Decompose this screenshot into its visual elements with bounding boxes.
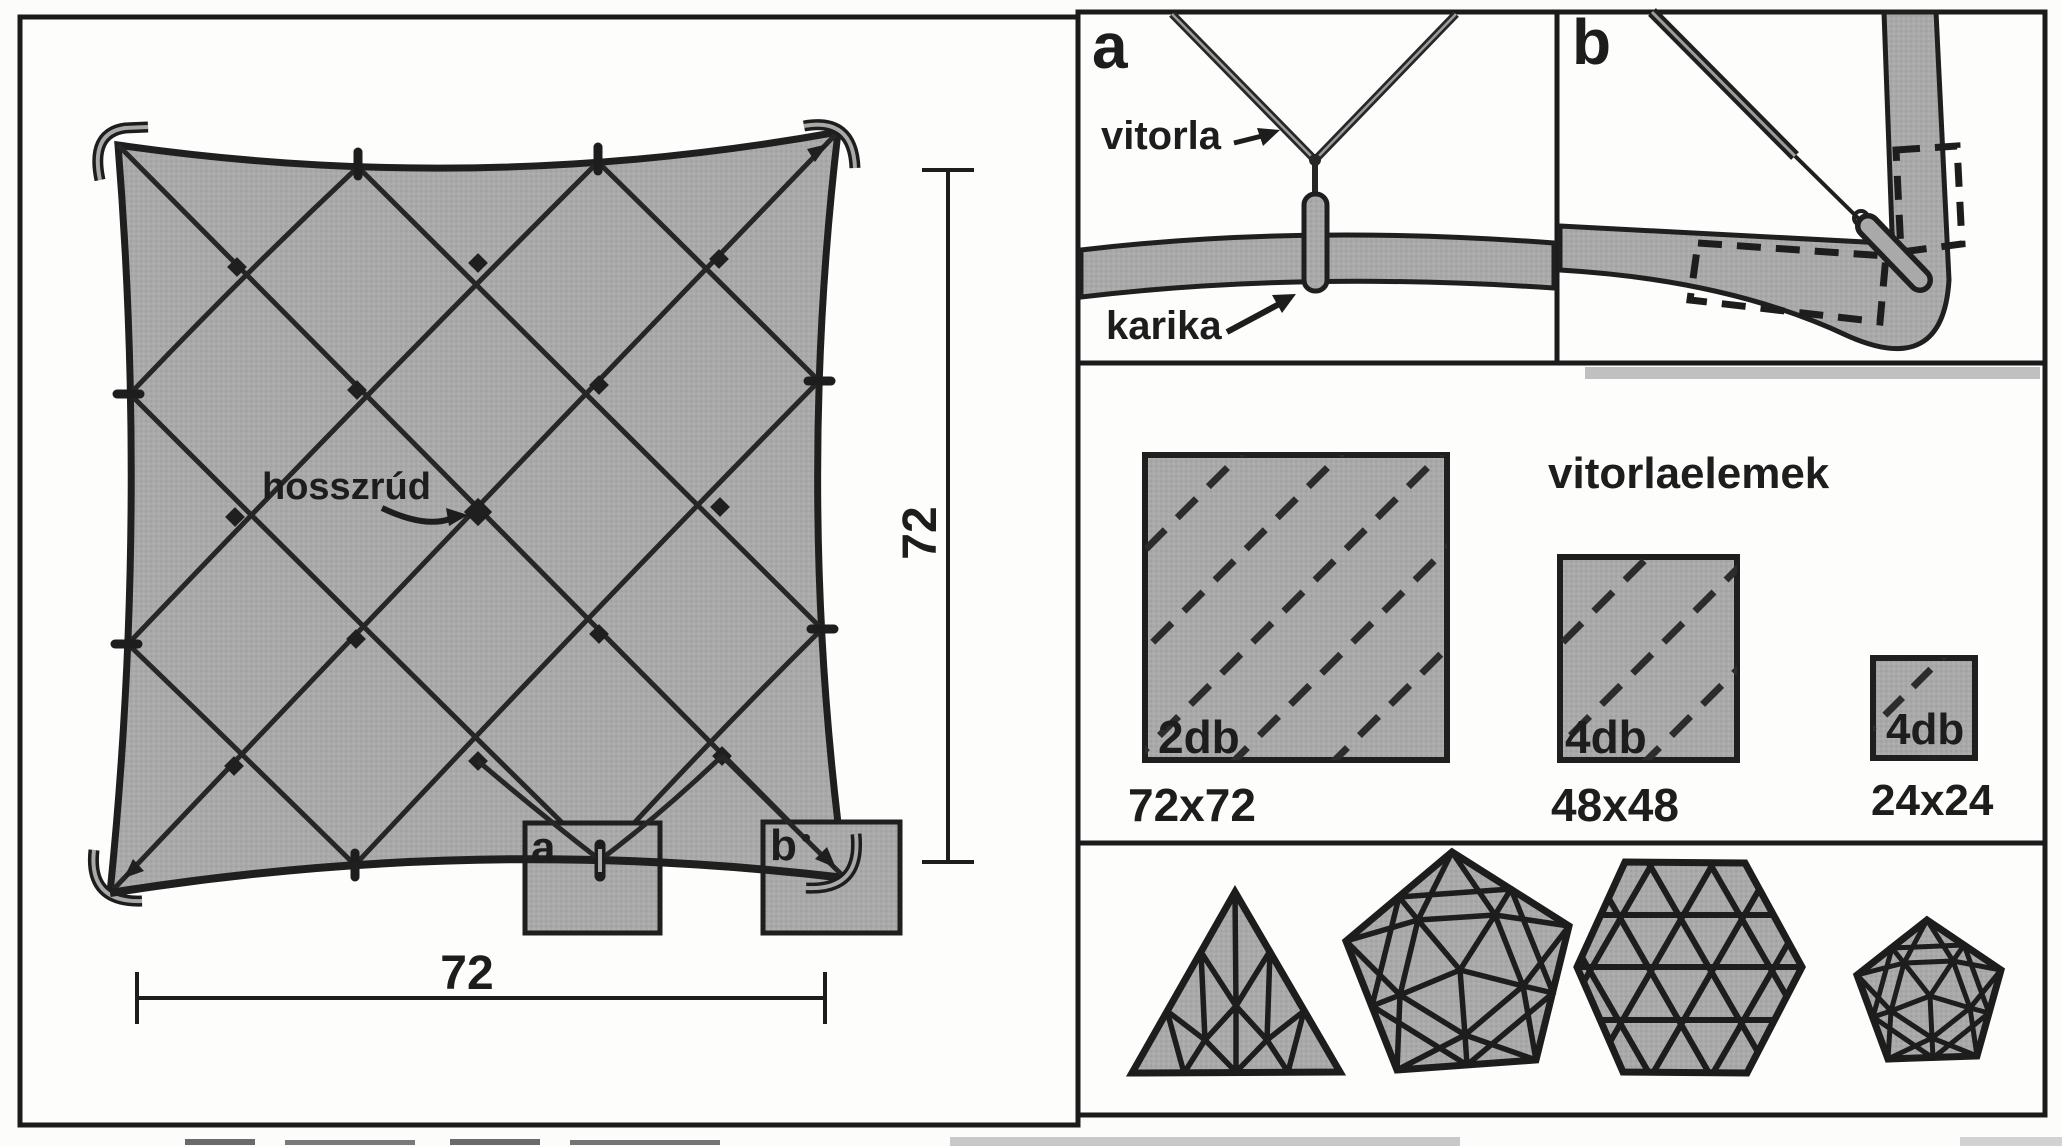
size-24x24: 24x24 bbox=[1871, 776, 1994, 825]
inset-box-a bbox=[522, 820, 663, 936]
detail-b-frame bbox=[1554, 9, 2048, 366]
element-squares bbox=[1142, 452, 1978, 763]
inset-b-label: b bbox=[770, 821, 797, 870]
dim-right bbox=[922, 168, 974, 864]
count-4db-small: 4db bbox=[1886, 705, 1965, 754]
hosszrud-label: hosszrúd bbox=[262, 466, 431, 508]
sail-diagram bbox=[87, 119, 974, 1024]
assembled-shapes bbox=[1125, 847, 2006, 1077]
dim-bottom bbox=[135, 972, 827, 1024]
vitorla-arrow bbox=[1233, 128, 1280, 146]
hosszrud-arrow bbox=[380, 505, 468, 526]
square-72 bbox=[1142, 452, 1450, 763]
karika-arrow bbox=[1225, 294, 1296, 335]
count-2db: 2db bbox=[1158, 711, 1240, 763]
detail-b-label: b bbox=[1572, 6, 1612, 78]
scan-artifacts bbox=[185, 1137, 2062, 1146]
size-48x48: 48x48 bbox=[1551, 779, 1679, 831]
vitorla-label: vitorla bbox=[1101, 114, 1222, 158]
scan-smudge-midpanel bbox=[1585, 367, 2040, 379]
detail-a-drawing bbox=[1078, 11, 1557, 335]
detail-b-drawing bbox=[1557, 8, 1966, 352]
karika-label: karika bbox=[1106, 304, 1222, 348]
inset-a-label: a bbox=[531, 823, 556, 872]
detail-a-label: a bbox=[1092, 10, 1128, 82]
rod-arrows bbox=[124, 144, 828, 878]
count-4db-mid: 4db bbox=[1565, 711, 1647, 763]
size-72x72: 72x72 bbox=[1128, 779, 1256, 831]
elements-title: vitorlaelemek bbox=[1548, 449, 1830, 498]
ring-karika bbox=[1301, 191, 1330, 294]
dim-right-label: 72 bbox=[894, 506, 947, 560]
dim-bottom-label: 72 bbox=[440, 947, 494, 1000]
pocket-dashes bbox=[1686, 142, 1966, 326]
